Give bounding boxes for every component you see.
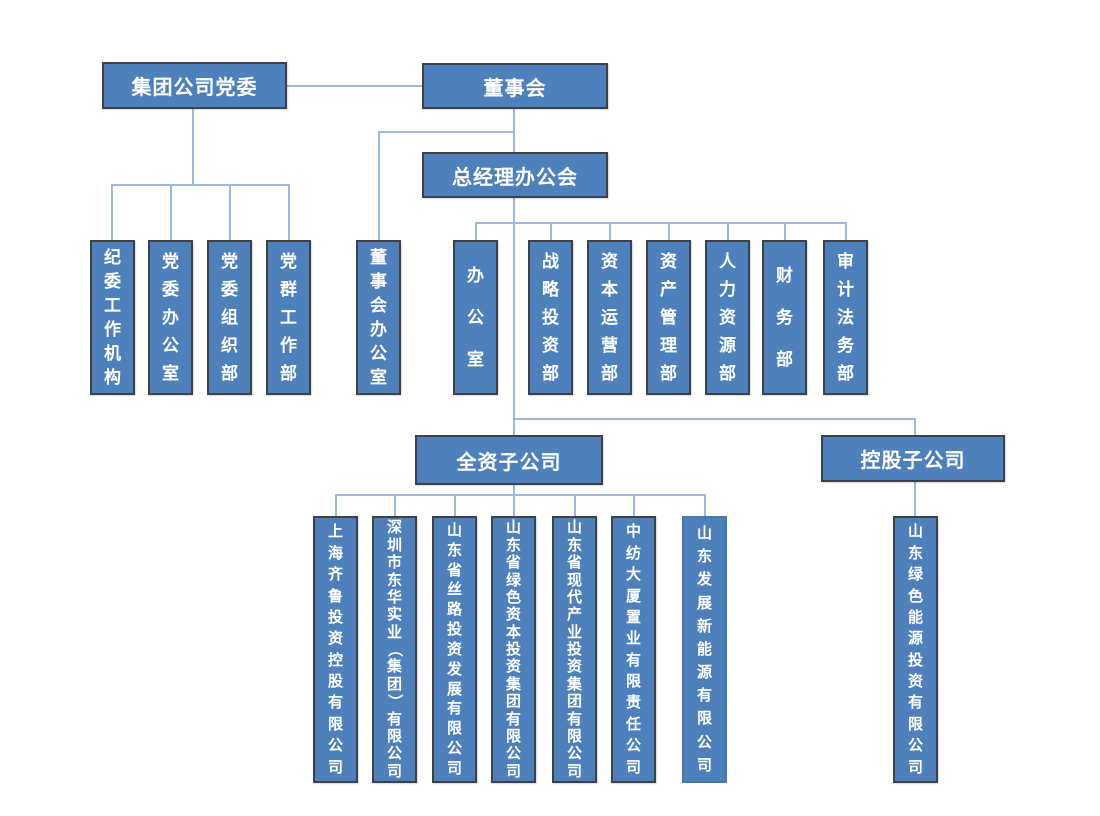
connector-line	[229, 184, 231, 240]
connector-line	[111, 184, 290, 186]
node-board-office: 董事会办公室	[356, 240, 401, 395]
node-subsidiary-4: 山东省现代产业投资集团有限公司	[552, 516, 597, 783]
connector-line	[475, 222, 477, 240]
node-wholly-owned-group: 全资子公司	[415, 435, 603, 485]
node-gm-dept-6: 审计法务部	[823, 240, 868, 395]
connector-line	[378, 131, 380, 240]
node-party-dept-2: 党委组织部	[207, 240, 252, 395]
connector-line	[513, 223, 515, 435]
node-subsidiary-1: 深圳市东华实业（集团）有限公司	[372, 516, 417, 783]
connector-line	[170, 184, 172, 240]
connector-line	[914, 482, 916, 516]
connector-line	[513, 494, 515, 516]
node-party-dept-0: 纪委工作机构	[90, 240, 135, 395]
node-gm-dept-1: 战略投资部	[528, 240, 573, 395]
connector-line	[704, 494, 706, 516]
connector-line	[668, 222, 670, 240]
connector-line	[288, 184, 290, 240]
connector-line	[513, 418, 916, 420]
connector-line	[633, 494, 635, 516]
connector-line	[513, 109, 515, 152]
node-subsidiary-2: 山东省丝路投资发展有限公司	[432, 516, 477, 783]
connector-line	[609, 222, 611, 240]
connector-line	[475, 222, 846, 224]
node-party-committee: 集团公司党委	[102, 62, 287, 109]
connector-line	[727, 222, 729, 240]
node-subsidiary-6: 山东发展新能源有限公司	[682, 516, 727, 783]
connector-line	[192, 108, 194, 186]
connector-line	[550, 222, 552, 240]
node-board: 董事会	[422, 63, 608, 109]
node-party-dept-1: 党委办公室	[148, 240, 193, 395]
node-holding-group: 控股子公司	[821, 435, 1005, 482]
node-holding-subsidiary-0: 山东绿色能源投资有限公司	[893, 516, 938, 783]
node-gm-dept-3: 资产管理部	[646, 240, 691, 395]
node-subsidiary-0: 上海齐鲁投资控股有限公司	[313, 516, 358, 783]
node-party-dept-3: 党群工作部	[266, 240, 311, 395]
node-gm-dept-0: 办公室	[453, 240, 498, 395]
connector-line	[335, 494, 705, 496]
node-gm-dept-5: 财务部	[762, 240, 807, 395]
connector-line	[454, 494, 456, 516]
node-gm-office: 总经理办公会	[422, 152, 608, 198]
connector-line	[845, 222, 847, 240]
connector-line	[784, 222, 786, 240]
connector-line	[378, 131, 514, 133]
connector-line	[574, 494, 576, 516]
node-subsidiary-5: 中纺大厦置业有限责任公司	[611, 516, 656, 783]
connector-line	[111, 184, 113, 240]
connector-line	[335, 494, 337, 516]
node-subsidiary-3: 山东省绿色资本投资集团有限公司	[491, 516, 536, 783]
connector-line	[394, 494, 396, 516]
connector-line	[513, 198, 515, 223]
node-gm-dept-4: 人力资源部	[705, 240, 750, 395]
connector-line	[287, 85, 422, 87]
connector-line	[914, 418, 916, 435]
connector-line	[513, 485, 515, 496]
node-gm-dept-2: 资本运营部	[587, 240, 632, 395]
